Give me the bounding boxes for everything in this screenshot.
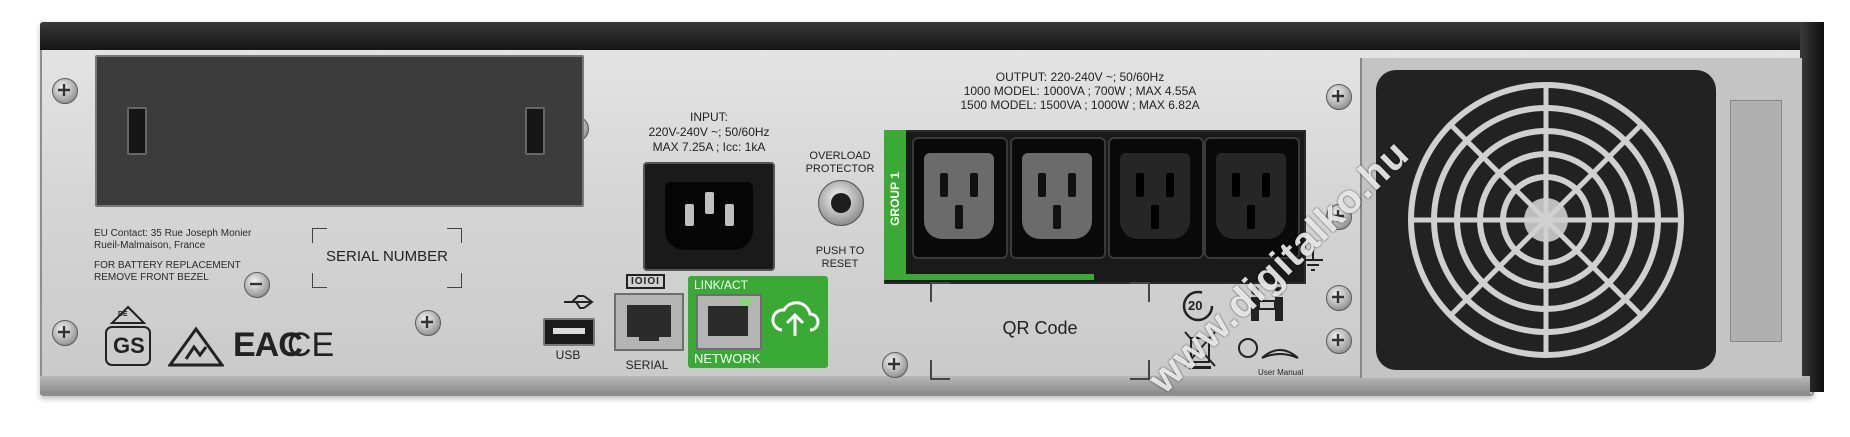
overload-text: OVERLOAD (809, 150, 871, 162)
input-voltage: 220V-240V ~; 50/60Hz (648, 125, 770, 139)
fan-side-panel (1730, 100, 1782, 342)
screw-icon (415, 310, 441, 336)
bottom-edge (40, 376, 1810, 394)
cover-handle-left[interactable] (127, 107, 147, 155)
qr-code-text: QR Code (1002, 318, 1078, 338)
eu-contact-text: EU Contact: 35 Rue Joseph Monier Rueil-M… (94, 228, 251, 284)
output-rating-label: OUTPUT: 220-240V ~; 50/60Hz 1000 MODEL: … (940, 70, 1220, 112)
usb-label: USB (555, 348, 581, 362)
network-port[interactable] (696, 294, 762, 350)
screw-icon (1326, 84, 1352, 110)
network-module: LINK/ACT NETWORK (688, 276, 828, 368)
serial-port[interactable] (614, 293, 684, 351)
eac-mark: EAC (233, 326, 303, 364)
user-manual-text: User Manual (1258, 368, 1304, 377)
screw-icon (52, 78, 78, 104)
battery-replacement-line: REMOVE FRONT BEZEL (94, 272, 209, 283)
rcm-mark-icon (167, 326, 225, 373)
de-text: DE (118, 311, 128, 318)
battery-cover-plate (95, 55, 584, 207)
reset-text: PUSH TO (815, 245, 865, 257)
output-1000-model: 1000 MODEL: 1000VA ; 700W ; MAX 4.55A (963, 84, 1197, 98)
two-person-lift-icon (1245, 285, 1289, 330)
overload-reset-button[interactable] (818, 180, 864, 226)
contact-line: Rueil-Malmaison, France (94, 240, 206, 251)
network-label: NETWORK (694, 351, 761, 366)
cover-handle-right[interactable] (525, 107, 545, 155)
push-to-reset-label: PUSH TO RESET (800, 245, 880, 271)
screw-icon (52, 320, 78, 346)
gs-text: GS (113, 333, 145, 358)
input-title: INPUT: (689, 110, 728, 124)
fan-grille (1376, 70, 1716, 370)
group-1-tag: GROUP 1 (884, 130, 906, 280)
twenty-text: 20 (1188, 298, 1203, 313)
group-label: GROUP 1 (888, 172, 902, 226)
recycle-20-icon: 20 (1180, 288, 1216, 329)
group-1-underline (884, 274, 1094, 280)
screw-icon (1326, 204, 1352, 230)
qr-code-area: QR Code (930, 282, 1150, 380)
screw-icon (882, 352, 908, 378)
contact-line: EU Contact: 35 Rue Joseph Monier (94, 228, 252, 239)
usb-port[interactable] (543, 318, 595, 346)
outlet-1[interactable] (912, 137, 1008, 259)
screw-icon (1326, 328, 1352, 354)
overload-label: OVERLOAD PROTECTOR (800, 150, 880, 176)
outlet-2[interactable] (1010, 137, 1106, 259)
read-manual-icon (1236, 328, 1306, 373)
input-rating-label: INPUT: 220V-240V ~; 50/60Hz MAX 7.25A ; … (644, 110, 774, 155)
outlet-3[interactable] (1108, 137, 1204, 259)
serial-number-label: SERIAL NUMBER (312, 228, 462, 288)
ground-symbol-icon (1300, 250, 1326, 277)
weee-bin-icon (1183, 330, 1217, 375)
serial-label: SERIAL (625, 358, 669, 372)
ce-mark: CE (287, 326, 335, 364)
serial-number-text: SERIAL NUMBER (326, 248, 448, 265)
serial-icon: IOIOI (626, 274, 665, 289)
link-act-label: LINK/ACT (694, 278, 749, 292)
screw-icon (244, 272, 270, 298)
output-1500-model: 1500 MODEL: 1500VA ; 1000W ; MAX 6.82A (960, 98, 1200, 112)
reset-text: RESET (821, 258, 859, 270)
usb-icon (562, 292, 596, 317)
input-current: MAX 7.25A ; Icc: 1kA (652, 140, 766, 154)
output-voltage: OUTPUT: 220-240V ~; 50/60Hz (995, 70, 1165, 84)
battery-replacement-line: FOR BATTERY REPLACEMENT (94, 260, 241, 271)
cloud-upload-icon (770, 296, 820, 347)
gs-mark-icon: DE GS (104, 305, 152, 367)
top-edge (40, 22, 1810, 50)
ac-input-inlet[interactable] (643, 162, 775, 271)
overload-text: PROTECTOR (805, 163, 875, 175)
outlet-4[interactable] (1204, 137, 1300, 259)
screw-icon (1326, 285, 1352, 311)
right-edge (1800, 22, 1824, 392)
